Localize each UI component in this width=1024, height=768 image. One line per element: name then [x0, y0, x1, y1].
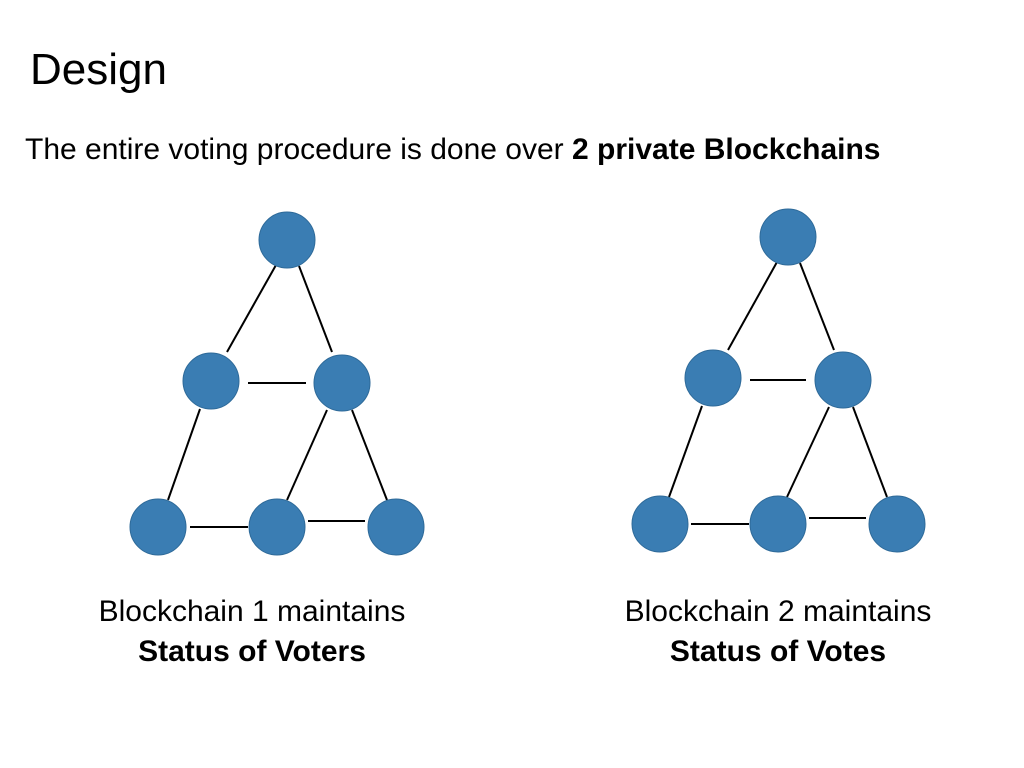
edge — [226, 264, 277, 353]
blockchain-1-caption-line: Blockchain 1 maintains — [98, 595, 406, 628]
edge — [727, 261, 778, 351]
node — [248, 498, 306, 556]
slide-subtitle: The entire voting procedure is done over… — [25, 132, 880, 168]
subtitle-text: The entire voting procedure is done over — [25, 133, 572, 166]
edge — [351, 409, 388, 501]
node — [759, 208, 817, 266]
blockchain-1-edges — [167, 264, 388, 528]
node — [868, 495, 926, 553]
subtitle-emphasis: 2 private Blockchains — [572, 133, 881, 166]
blockchain-2-network — [631, 208, 926, 553]
blockchain-1-nodes — [129, 211, 425, 556]
blockchain-1-caption: Blockchain 1 maintains Status of Voters — [42, 592, 462, 672]
blockchain-2-caption: Blockchain 2 maintains Status of Votes — [568, 592, 988, 672]
edge — [786, 406, 830, 498]
blockchain-2-caption-line: Blockchain 2 maintains — [624, 595, 932, 628]
blockchain-1-network — [129, 211, 425, 556]
node — [684, 349, 742, 407]
edge — [799, 262, 835, 351]
slide-title: Design — [30, 45, 167, 94]
node — [367, 498, 425, 556]
edge — [852, 406, 888, 498]
node — [129, 498, 187, 556]
blockchain-2-nodes — [631, 208, 926, 553]
node — [631, 495, 689, 553]
edge — [167, 408, 201, 501]
edge — [298, 265, 333, 353]
node — [313, 354, 371, 412]
blockchain-1-caption-emphasis: Status of Voters — [138, 635, 366, 668]
node — [749, 495, 807, 553]
edge — [286, 409, 328, 501]
node — [258, 211, 316, 269]
node — [182, 352, 240, 410]
blockchain-2-caption-emphasis: Status of Votes — [669, 635, 887, 668]
blockchain-2-edges — [668, 261, 888, 525]
edge — [668, 405, 703, 498]
node — [814, 351, 872, 409]
